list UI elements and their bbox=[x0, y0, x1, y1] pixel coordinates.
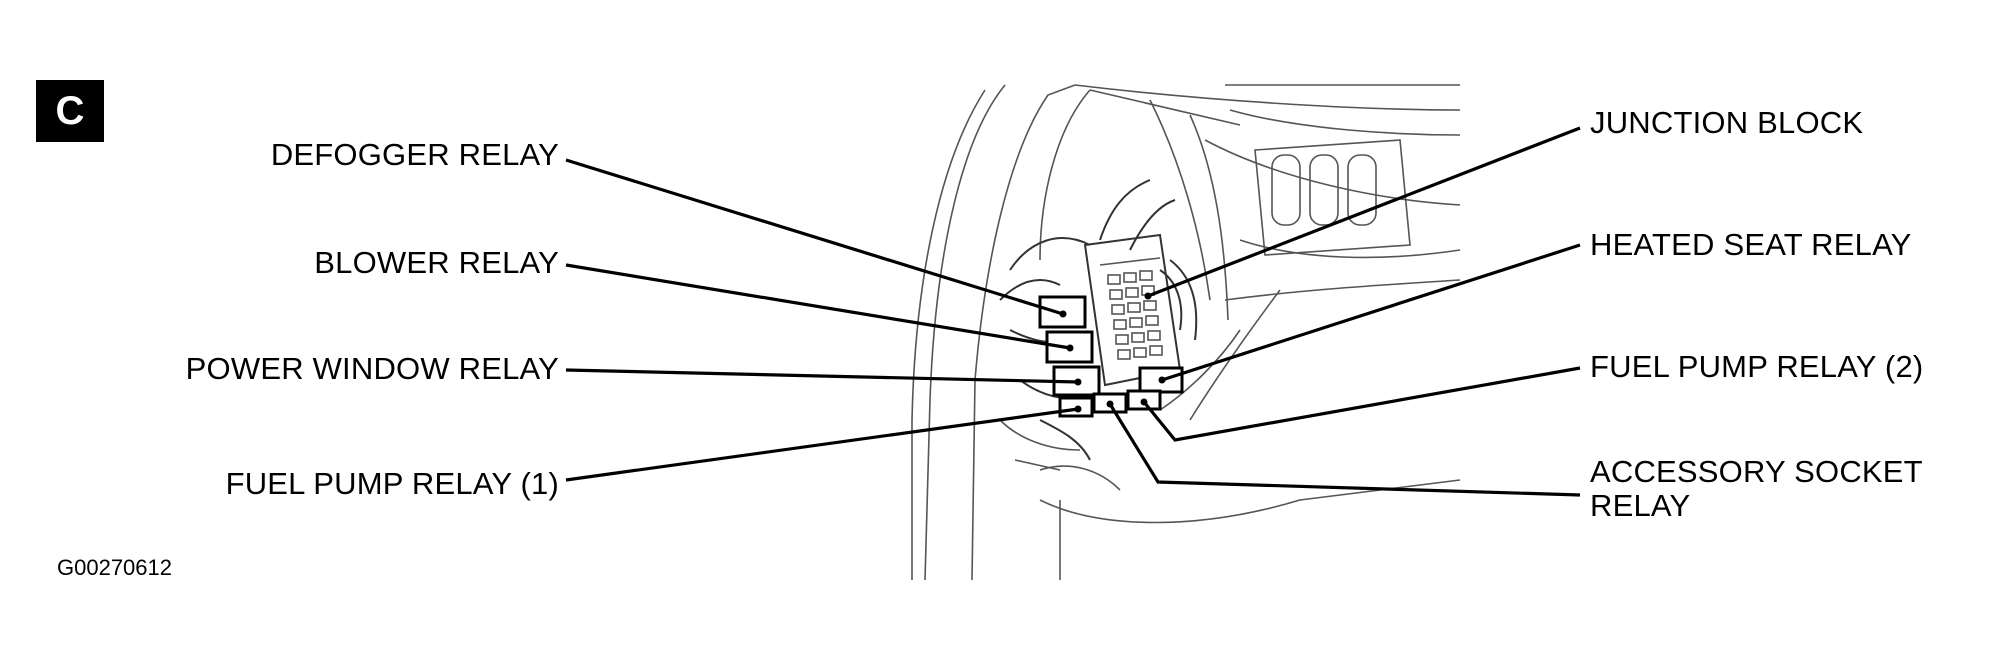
label-power-window-relay: POWER WINDOW RELAY bbox=[185, 351, 559, 386]
label-fuel-pump-relay-1: FUEL PUMP RELAY (1) bbox=[225, 466, 559, 501]
leader-defogger-relay bbox=[565, 158, 1064, 316]
figure-id: G00270612 bbox=[57, 555, 172, 580]
label-fuel-pump-relay-2: FUEL PUMP RELAY (2) bbox=[1590, 349, 1924, 384]
label-heated-seat-relay: HEATED SEAT RELAY bbox=[1590, 227, 1912, 262]
leader-fuel-pump-relay-1 bbox=[565, 407, 1079, 482]
leader-blower-relay bbox=[565, 263, 1071, 350]
label-junction-block: JUNCTION BLOCK bbox=[1590, 105, 1864, 140]
leader-accessory-socket-relay bbox=[1108, 403, 1581, 497]
leader-junction-block bbox=[1147, 126, 1581, 298]
leader-heated-seat-relay bbox=[1161, 243, 1581, 382]
label-accessory-socket-relay-line1: ACCESSORY SOCKET bbox=[1590, 454, 1923, 489]
label-blower-relay: BLOWER RELAY bbox=[314, 245, 559, 280]
label-defogger-relay: DEFOGGER RELAY bbox=[270, 137, 559, 172]
panel-letter-badge: C bbox=[36, 80, 104, 142]
label-accessory-socket-relay-line2: RELAY bbox=[1590, 488, 1691, 523]
leader-fuel-pump-relay-2 bbox=[1142, 366, 1581, 442]
leader-power-window-relay bbox=[565, 368, 1079, 384]
